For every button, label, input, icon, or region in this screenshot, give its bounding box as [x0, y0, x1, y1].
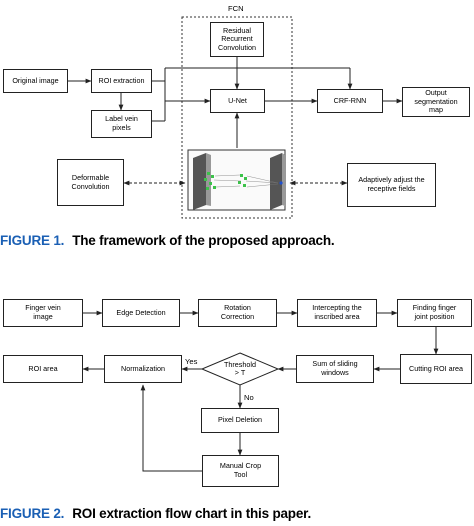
- figure1-number: FIGURE 1.: [0, 233, 65, 248]
- label-vein-box: Label vein pixels: [91, 110, 152, 138]
- figure2-number: FIGURE 2.: [0, 506, 65, 521]
- fcn-dashed-group: [181, 16, 293, 219]
- arrow-manual-to-normalization: [140, 384, 202, 472]
- adaptive-box: Adaptively adjust the receptive fields: [347, 163, 436, 207]
- threshold-diamond: [200, 352, 280, 386]
- figure1-caption-text: The framework of the proposed approach.: [72, 233, 335, 248]
- threshold-label: Threshold > T: [224, 360, 256, 378]
- figure2-caption: FIGURE 2. ROI extraction flow chart in th…: [0, 506, 311, 521]
- rotation-correction-box: Rotation Correction: [198, 299, 277, 327]
- crf-rnn-box: CRF-RNN: [317, 89, 383, 113]
- no-label: No: [244, 393, 254, 402]
- residual-conv-box: Residual Recurrent Convolution: [210, 22, 264, 57]
- sum-sliding-box: Sum of sliding windows: [296, 355, 374, 383]
- normalization-box: Normalization: [104, 355, 182, 383]
- finding-joint-box: Finding finger joint position: [397, 299, 472, 327]
- edge-detection-box: Edge Detection: [102, 299, 180, 327]
- yes-label: Yes: [185, 357, 198, 366]
- cutting-roi-box: Cutting ROI area: [400, 354, 472, 384]
- pixel-deletion-box: Pixel Deletion: [201, 408, 279, 433]
- deformable-conv-box: Deformable Convolution: [57, 159, 124, 206]
- intercepting-box: Intercepting the inscribed area: [297, 299, 377, 327]
- unet-box: U-Net: [210, 89, 265, 113]
- figure1-caption: FIGURE 1. The framework of the proposed a…: [0, 233, 335, 248]
- roi-extraction-box: ROI extraction: [91, 69, 152, 93]
- fcn-label: FCN: [228, 4, 244, 13]
- original-image-box: Original image: [3, 69, 68, 93]
- finger-vein-box: Finger vein image: [3, 299, 83, 327]
- roi-area-box: ROI area: [3, 355, 83, 383]
- figure2-caption-text: ROI extraction flow chart in this paper.: [72, 506, 312, 521]
- output-map-box: Output segmentation map: [402, 87, 470, 117]
- deformable-illustration: [193, 153, 285, 210]
- manual-crop-box: Manual Crop Tool: [202, 455, 279, 487]
